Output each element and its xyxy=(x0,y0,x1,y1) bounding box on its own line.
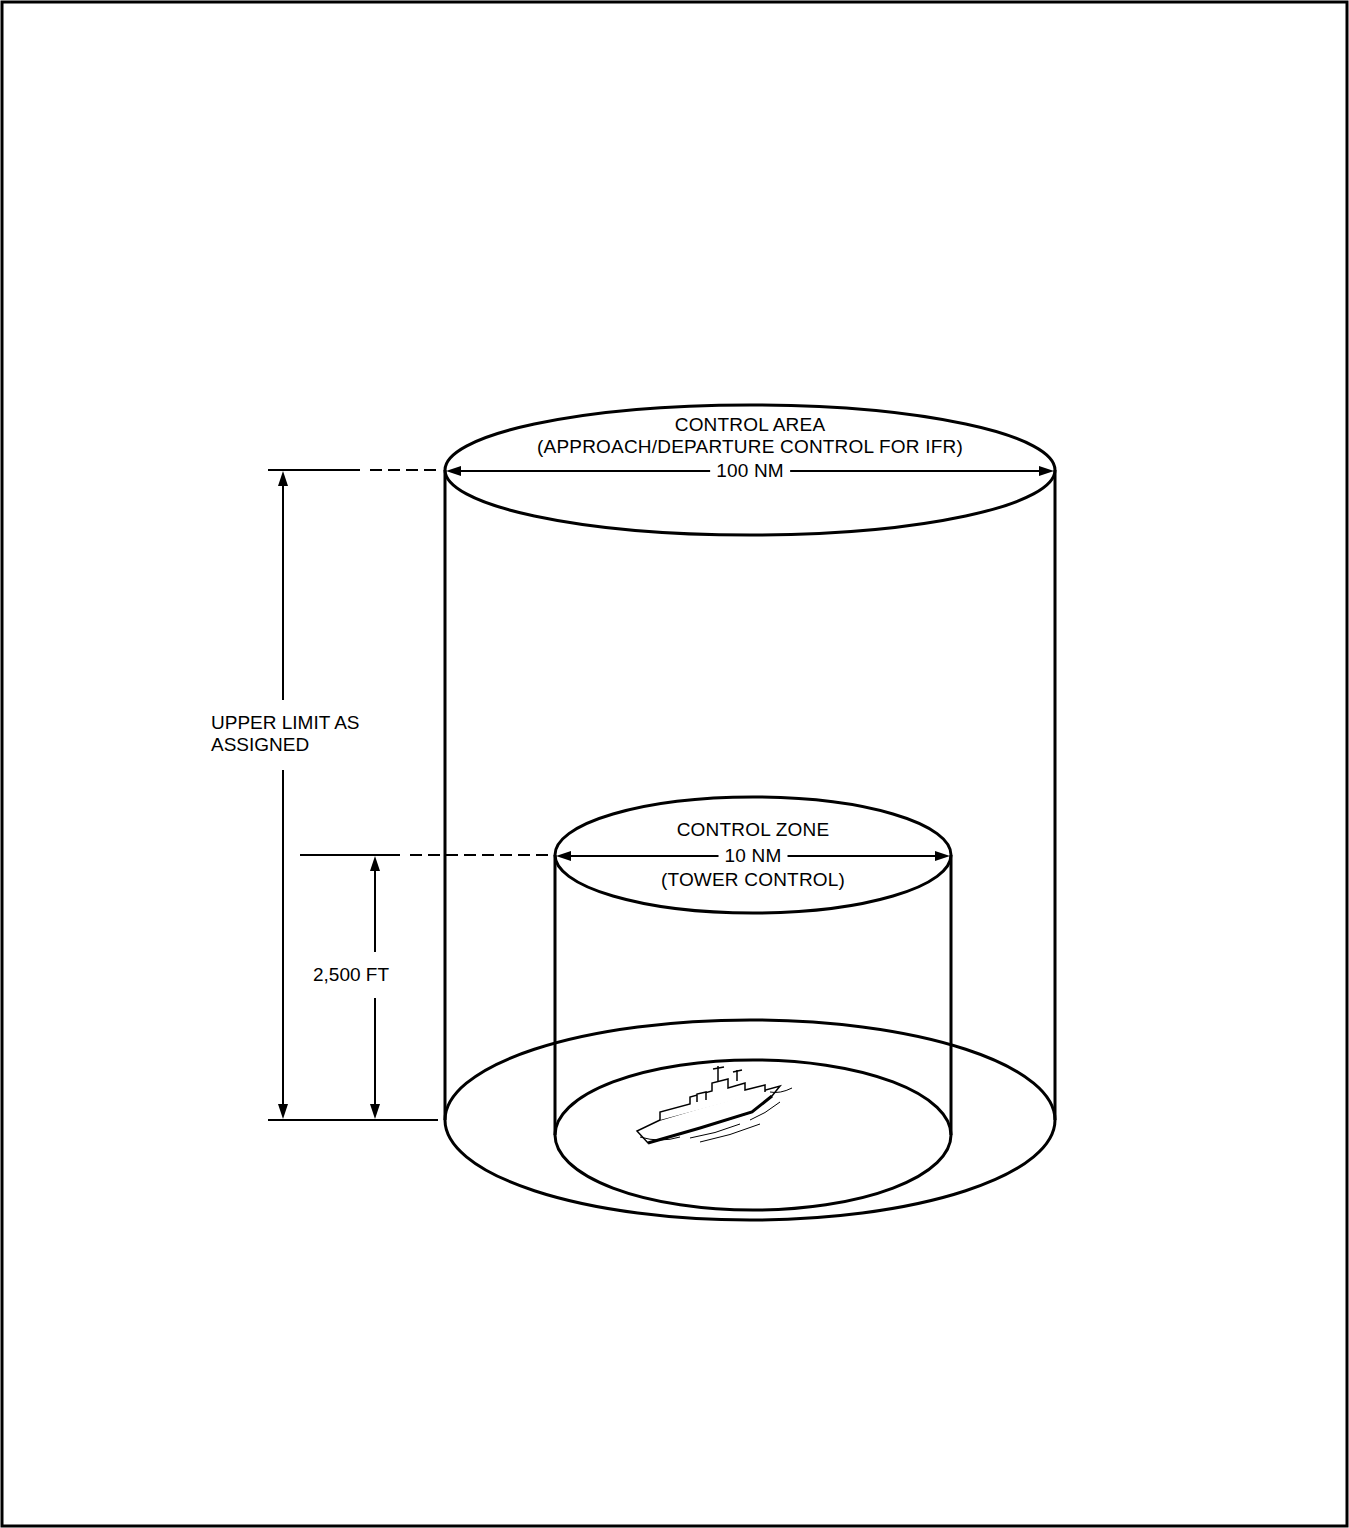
dimension-lines xyxy=(268,470,550,1120)
dimension-label: 10 NM xyxy=(719,845,788,867)
control-area-cylinder: CONTROL AREA(APPROACH/DEPARTURE CONTROL … xyxy=(445,405,1055,1220)
cylinder-side xyxy=(444,470,447,1120)
zone-label: (APPROACH/DEPARTURE CONTROL FOR IFR) xyxy=(537,436,963,458)
dimension-label: 2,500 FT xyxy=(313,964,389,986)
cylinder-top xyxy=(555,797,951,913)
arrowhead xyxy=(935,851,950,861)
cylinder-side xyxy=(950,855,953,1135)
ship-illustration xyxy=(637,1066,792,1143)
dimension-label: UPPER LIMIT AS ASSIGNED xyxy=(211,712,361,756)
zone-label: (TOWER CONTROL) xyxy=(661,869,845,891)
cylinder-base xyxy=(555,1060,951,1210)
arrowhead xyxy=(1039,466,1054,476)
zone-label: CONTROL ZONE xyxy=(677,819,830,841)
dimension-label: 100 NM xyxy=(710,460,790,482)
cylinder-side xyxy=(1054,470,1057,1120)
zone-label: CONTROL AREA xyxy=(675,414,826,436)
cylinder-base xyxy=(445,1020,1055,1220)
cylinder-top xyxy=(445,405,1055,535)
arrowhead xyxy=(446,466,461,476)
control-zone-cylinder: CONTROL ZONE 10 NM(TOWER CONTROL) xyxy=(555,797,951,1210)
dimension-arrowheads xyxy=(278,471,380,1119)
cylinder-side xyxy=(554,855,557,1135)
cylinder-outline xyxy=(445,405,1055,1220)
arrowhead xyxy=(556,851,571,861)
